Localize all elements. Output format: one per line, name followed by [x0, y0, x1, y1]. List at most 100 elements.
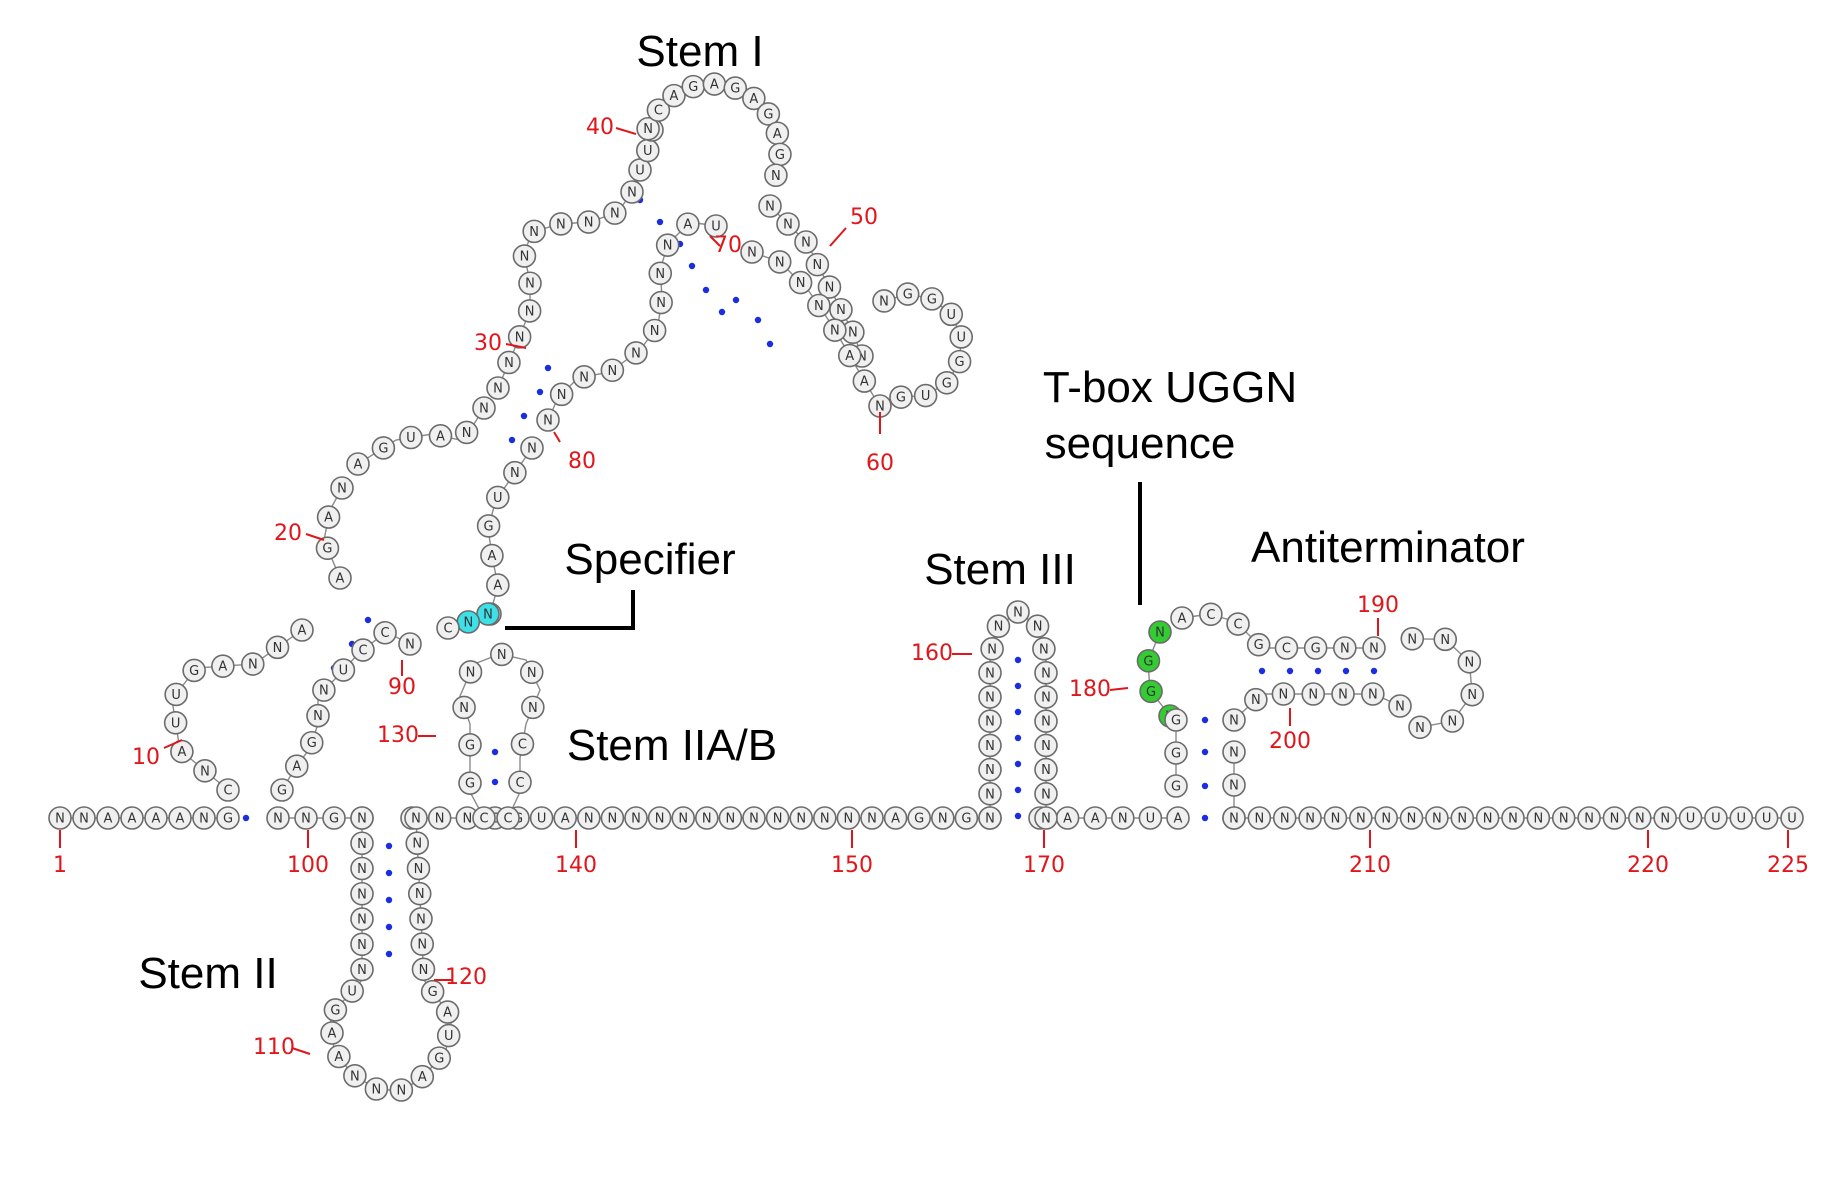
svg-text:G: G — [775, 148, 785, 163]
position-number: 170 — [1023, 853, 1065, 878]
base-pair-dot — [766, 340, 774, 348]
svg-text:N: N — [1467, 688, 1477, 703]
base-pair-dot — [1201, 782, 1209, 790]
position-number: 225 — [1767, 853, 1809, 878]
nucleotide: A — [290, 618, 314, 642]
svg-text:N: N — [357, 963, 367, 978]
svg-text:N: N — [994, 620, 1004, 635]
svg-text:A: A — [1063, 812, 1072, 827]
nucleotide: N — [241, 652, 265, 676]
svg-text:N: N — [1229, 746, 1239, 761]
svg-text:N: N — [1533, 812, 1543, 827]
antiterminator-loop-nt: N — [1457, 650, 1482, 674]
nucleotide: C — [216, 778, 240, 802]
nucleotide: N — [1034, 733, 1058, 758]
svg-text:N: N — [357, 887, 367, 902]
nucleotide: N — [620, 180, 644, 204]
base-pair-dot — [702, 286, 710, 294]
svg-text:G: G — [428, 985, 438, 1000]
svg-text:N: N — [463, 615, 473, 630]
svg-text:N: N — [702, 812, 712, 827]
nucleotide: A — [480, 543, 504, 568]
nucleotide: N — [1551, 806, 1576, 830]
nucleotide: N — [312, 678, 336, 702]
nucleotide: C — [508, 770, 532, 795]
antiterminator-loop-nt: N — [1408, 715, 1432, 740]
base-pair-dot — [1342, 667, 1350, 675]
t-box-uggn — [1147, 631, 1171, 717]
nucleotide: N — [497, 350, 521, 375]
svg-text:N: N — [796, 812, 806, 827]
svg-text:A: A — [493, 579, 502, 594]
base-pair-dot — [1014, 682, 1022, 690]
nucleotide: U — [163, 711, 188, 735]
svg-text:N: N — [510, 466, 520, 481]
svg-text:N: N — [1407, 812, 1417, 827]
svg-text:N: N — [1039, 642, 1049, 657]
nucleotide: N — [350, 806, 374, 830]
nucleotide: N — [624, 341, 648, 365]
base-pair-dot — [364, 616, 372, 624]
nucleotide: G — [315, 536, 340, 561]
svg-text:N: N — [650, 324, 660, 339]
svg-text:N: N — [1584, 812, 1594, 827]
nucleotide: N — [454, 420, 479, 445]
position-tick — [553, 431, 561, 443]
nucleotide: N — [978, 685, 1002, 709]
svg-text:C: C — [518, 738, 527, 753]
svg-text:N: N — [726, 812, 736, 827]
stem-i-right-loop-nt: G — [934, 370, 959, 395]
stem-i-right-loop-nt: G — [895, 282, 920, 306]
antiterminator-loop-nt: N — [1440, 709, 1465, 733]
nucleotide: G — [299, 730, 324, 755]
base-pair-dot — [491, 748, 499, 756]
base-pair-dot — [1314, 667, 1322, 675]
position-number: 150 — [831, 853, 873, 878]
base-pair-dot — [1014, 760, 1022, 768]
nucleotide: N — [655, 233, 680, 257]
nucleotide: N — [1222, 740, 1246, 764]
svg-text:C: C — [223, 784, 232, 799]
svg-text:N: N — [848, 326, 858, 341]
nucleotide: N — [1247, 806, 1272, 830]
svg-text:A: A — [218, 660, 227, 675]
nucleotide: U — [628, 158, 652, 182]
svg-text:C: C — [443, 622, 452, 637]
svg-text:A: A — [354, 458, 363, 473]
antiterminator-loop-nt: N — [1460, 682, 1485, 707]
nucleotide: N — [1034, 709, 1058, 734]
svg-text:N: N — [1340, 642, 1350, 657]
svg-text:N: N — [372, 1083, 382, 1098]
svg-text:A: A — [443, 1006, 452, 1021]
nucleotide: N — [1323, 806, 1348, 830]
nucleotide: N — [519, 660, 544, 685]
nucleotide: A — [211, 654, 235, 678]
nucleotide: N — [404, 806, 428, 830]
nucleotide: N — [517, 299, 542, 323]
svg-text:A: A — [334, 1050, 343, 1065]
svg-text:A: A — [336, 572, 345, 587]
nucleotide: N — [1301, 682, 1326, 706]
nucleotide: N — [978, 782, 1002, 806]
base-pair-dot — [385, 950, 393, 958]
svg-text:N: N — [836, 303, 846, 318]
svg-text:G: G — [763, 107, 773, 122]
nucleotide: N — [576, 210, 601, 234]
t-box-label-line2: sequence — [1045, 419, 1236, 468]
svg-text:N: N — [1041, 763, 1051, 778]
stem-i-terminal-loop-nt: G — [681, 74, 706, 99]
stem-i-3prime-upper — [547, 221, 717, 421]
nucleotide: N — [48, 806, 72, 830]
nucleotide: N — [1374, 806, 1398, 830]
nucleotide: U — [1754, 806, 1779, 830]
svg-text:N: N — [411, 812, 421, 827]
position-number: 210 — [1349, 853, 1391, 878]
svg-text:G: G — [1311, 642, 1321, 657]
specifier-leader-line — [505, 590, 635, 630]
nucleotide: G — [1164, 708, 1188, 732]
nucleotide: N — [265, 635, 290, 660]
nucleotide: A — [852, 369, 877, 393]
nucleotide: U — [164, 682, 188, 707]
svg-text:A: A — [436, 429, 445, 444]
